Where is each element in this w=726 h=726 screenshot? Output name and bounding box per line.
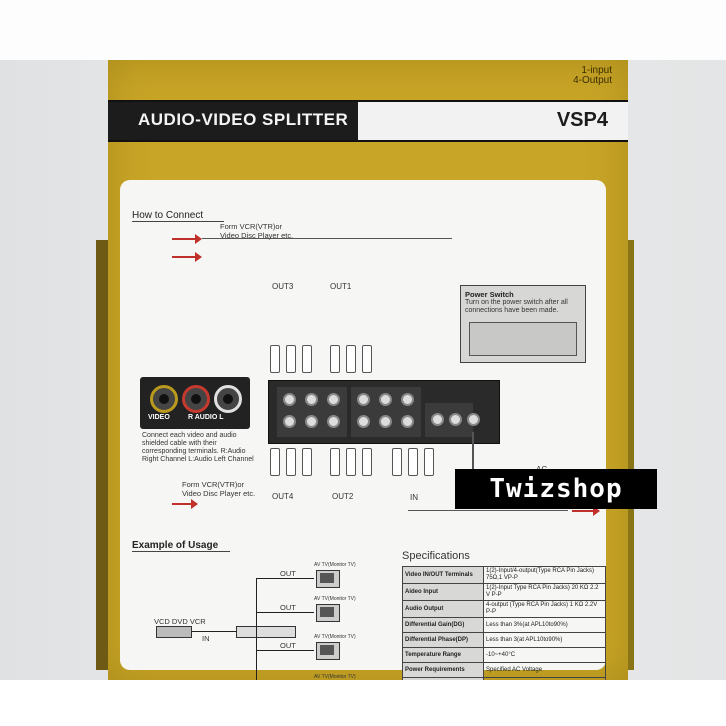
spec-value: 1(2)-Input/4-output(Type RCA Pin Jacks) … — [483, 566, 606, 584]
out3-label: OUT3 — [272, 282, 294, 291]
splitter-icon — [236, 626, 296, 638]
spec-key: Power Requirements — [402, 662, 484, 678]
rca-plug — [270, 448, 280, 476]
spec-key: Video IN/OUT Terminals — [402, 566, 484, 584]
tv-icon — [316, 570, 340, 588]
input-arrow — [172, 252, 202, 262]
source-devices-label: VCD DVD VCR — [154, 617, 206, 626]
model-number: VSP4 — [556, 109, 608, 131]
source-device-icon — [156, 626, 192, 638]
jack-note: Connect each video and audio shielded ca… — [142, 432, 254, 463]
rca-plug — [270, 345, 280, 373]
how-to-connect-heading: How to Connect — [132, 210, 224, 222]
power-switch-inset: Power Switch Turn on the power switch af… — [460, 285, 586, 363]
spec-value: Less than 3%(at APL10to90%) — [483, 617, 606, 633]
device-illustration — [469, 322, 577, 356]
rca-plug — [362, 448, 372, 476]
spec-key: Differential Gain(DG) — [402, 617, 484, 633]
rca-plug — [424, 448, 434, 476]
rca-plug — [362, 345, 372, 373]
rca-plug — [392, 448, 402, 476]
specifications-heading: Specifications — [402, 550, 470, 562]
out2-label: OUT2 — [332, 492, 354, 501]
rca-plug — [286, 448, 296, 476]
foreground-surface — [0, 680, 726, 726]
spec-key: Temperature Range — [402, 647, 484, 663]
tv-icon — [316, 642, 340, 660]
spec-key: Aideo Input — [402, 583, 484, 601]
spec-value: Less than 3(at APL10to90%) — [483, 632, 606, 648]
spec-value: 1(2)-Input Type RCA Pin Jacks) 20 KΩ 2.2… — [483, 583, 606, 601]
spec-key: Audio Output — [402, 600, 484, 618]
product-box-back: 1-input 4-Output AUDIO-VIDEO SPLITTER VS… — [108, 60, 628, 723]
rca-plug — [302, 345, 312, 373]
spec-value: Specified AC Voltage — [483, 662, 606, 678]
product-title: AUDIO-VIDEO SPLITTER — [138, 110, 349, 129]
spec-value: -10~+40°C — [483, 647, 606, 663]
audio-right-jack — [182, 385, 210, 413]
source-label-bottom: Form VCR(VTR)or Video Disc Player etc. — [182, 480, 256, 498]
out1-label: OUT1 — [330, 282, 352, 291]
input-output-note: 1-input 4-Output — [573, 65, 612, 86]
spec-key: Differential Phase(DP) — [402, 632, 484, 648]
in-label: IN — [410, 493, 418, 502]
input-arrow — [172, 499, 198, 509]
rca-plug — [408, 448, 418, 476]
rca-plug — [330, 448, 340, 476]
rca-plug — [346, 345, 356, 373]
instruction-panel: How to Connect Form VCR(VTR)or Video Dis… — [120, 180, 606, 723]
rca-plug — [346, 448, 356, 476]
audio-left-jack — [214, 385, 242, 413]
shop-watermark: Twizshop — [455, 469, 657, 509]
rca-jack-closeup: VIDEO R AUDIO L — [140, 377, 250, 429]
spec-row: Differential Gain(DG)Less than 3%(at APL… — [402, 617, 606, 633]
video-jack — [150, 385, 178, 413]
title-band: AUDIO-VIDEO SPLITTER VSP4 — [108, 100, 628, 142]
tv-icon — [316, 604, 340, 622]
rca-plug — [302, 448, 312, 476]
box-side-left — [96, 240, 110, 670]
spec-row: Temperature Range-10~+40°C — [402, 647, 606, 663]
input-arrow — [172, 234, 202, 244]
spec-value: 4-output (Type RCA Pin Jacks) 1 KΩ 2.2V … — [483, 600, 606, 618]
out4-label: OUT4 — [272, 492, 294, 501]
spec-row: Differential Phase(DP)Less than 3(at APL… — [402, 632, 606, 648]
wall-background — [0, 0, 726, 60]
example-of-usage-heading: Example of Usage — [132, 540, 230, 552]
output-arrow — [572, 506, 600, 516]
rca-plug — [286, 345, 296, 373]
rca-plug — [330, 345, 340, 373]
splitter-device — [268, 380, 500, 444]
source-label-top: Form VCR(VTR)or Video Disc Player etc. — [220, 222, 294, 240]
